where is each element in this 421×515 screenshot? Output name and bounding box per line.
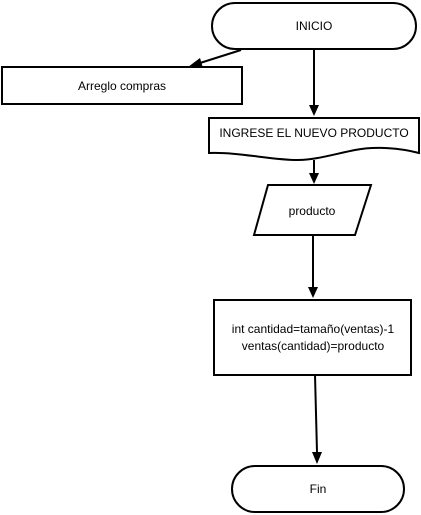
end-terminator-shape <box>231 465 405 513</box>
connector-input-to-process <box>308 235 318 298</box>
connector-process-to-end <box>312 374 322 464</box>
connector-prompt-to-input <box>309 160 319 184</box>
connector-start-to-array-line <box>199 49 242 64</box>
end-node[interactable]: Fin <box>231 465 405 513</box>
process-line-1: int cantidad=tamaño(ventas)-1 <box>232 322 395 336</box>
start-node[interactable]: INICIO <box>211 2 417 50</box>
prompt-node[interactable]: INGRESE EL NUEVO PRODUCTO <box>208 117 420 162</box>
process-box-shape <box>213 299 412 376</box>
process-line-2: ventas(cantidad)=producto <box>242 339 385 353</box>
connector-start-to-prompt <box>309 49 319 116</box>
input-parallelogram-shape <box>252 184 373 236</box>
connector-process-to-end-arrowhead <box>312 452 322 464</box>
array-node[interactable]: Arreglo compras <box>1 66 243 105</box>
input-label: producto <box>289 204 336 218</box>
connector-input-to-process-arrowhead <box>308 287 318 298</box>
connector-start-to-array-arrowhead <box>188 58 203 68</box>
connector-process-to-end-line <box>314 374 318 453</box>
start-label: INICIO <box>296 19 333 33</box>
prompt-label: INGRESE EL NUEVO PRODUCTO <box>219 126 408 140</box>
process-node[interactable]: int cantidad=tamaño(ventas)-1 ventas(can… <box>213 299 412 376</box>
input-node[interactable]: producto <box>252 184 373 236</box>
prompt-document-shape <box>208 117 420 162</box>
array-label: Arreglo compras <box>78 79 166 93</box>
end-label: Fin <box>310 482 327 496</box>
array-process-shape <box>1 66 243 105</box>
connector-start-to-prompt-arrowhead <box>309 105 319 116</box>
connector-start-to-array <box>188 49 242 68</box>
connector-prompt-to-input-arrowhead <box>309 173 319 184</box>
